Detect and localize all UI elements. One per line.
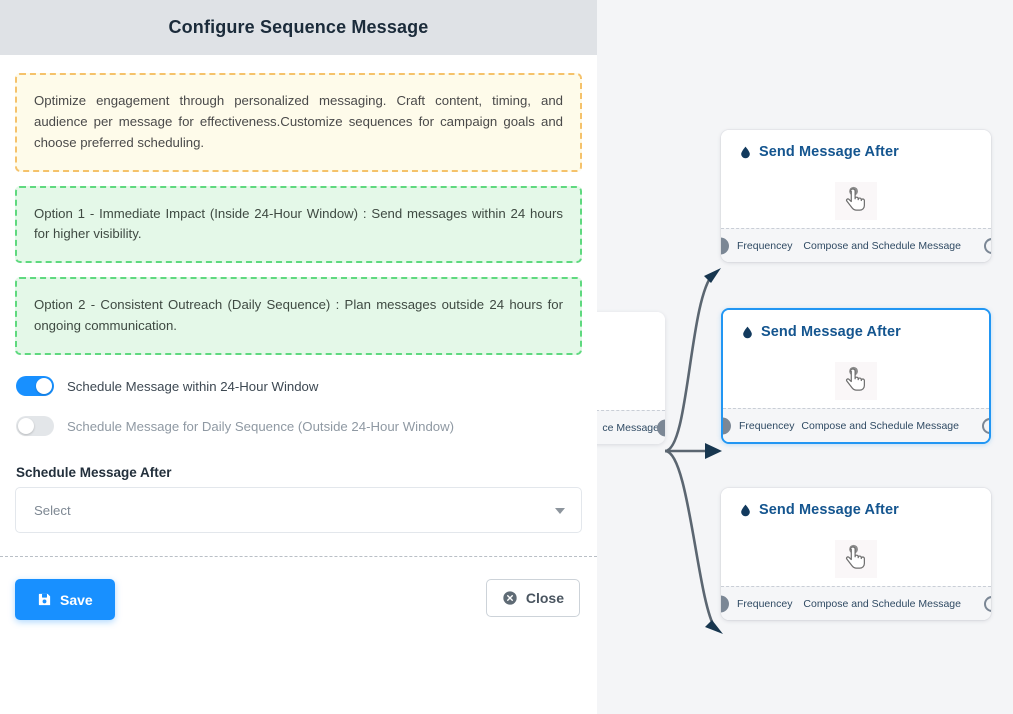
configure-sequence-panel: Configure Sequence Message Optimize enga… (0, 0, 597, 714)
node-foot-compose-label: Compose and Schedule Message (803, 597, 961, 610)
node-title-text: Send Message After (761, 324, 901, 340)
droplet-icon (743, 326, 752, 339)
node-partial-foot-label: ce Message (602, 421, 659, 434)
node-title-text: Send Message After (759, 144, 899, 160)
hand-pointer-icon (845, 366, 865, 391)
node-foot-frequency-label: Frequencey (737, 239, 793, 252)
close-button[interactable]: Close (485, 579, 580, 617)
node-foot-frequency-label: Frequencey (739, 419, 795, 432)
toggle-row-within-24h[interactable]: Schedule Message within 24-Hour Window (16, 369, 582, 403)
flow-node-send-message-after-3[interactable]: Send Message After Frequencey Compose an… (721, 488, 991, 620)
save-button-label: Save (60, 591, 93, 608)
info-callout-option-1: Option 1 - Immediate Impact (Inside 24-H… (15, 185, 582, 264)
tap-gesture-badge (835, 362, 877, 400)
toggle-label-daily-sequence: Schedule Message for Daily Sequence (Out… (67, 418, 455, 434)
schedule-message-after-select[interactable]: Select (15, 487, 582, 534)
hand-pointer-icon (845, 186, 865, 211)
tap-gesture-badge (835, 540, 877, 578)
flow-edges (664, 268, 723, 634)
node-body: Send Message After (721, 488, 991, 586)
page-title: Configure Sequence Message (168, 17, 429, 37)
node-input-port[interactable] (723, 417, 731, 434)
toggle-label-within-24-hour: Schedule Message within 24-Hour Window (67, 378, 319, 394)
edge-to-node-3 (664, 449, 717, 629)
close-button-label: Close (525, 590, 564, 606)
droplet-icon (741, 504, 750, 517)
select-value: Select (34, 502, 71, 518)
info-callout-option-2: Option 2 - Consistent Outreach (Daily Se… (15, 277, 582, 356)
toggle-schedule-within-24-hour[interactable] (16, 376, 54, 397)
node-foot-compose-label: Compose and Schedule Message (803, 239, 961, 252)
schedule-message-after-label: Schedule Message After (16, 465, 172, 481)
flow-node-send-message-after-1[interactable]: Send Message After Frequencey Compose an… (721, 130, 991, 262)
close-circle-icon (503, 591, 517, 605)
panel-header: Configure Sequence Message (0, 0, 597, 55)
panel-body: Optimize engagement through personalized… (0, 55, 597, 534)
panel-footer: Save Close (0, 556, 597, 714)
node-footer: Frequencey Compose and Schedule Message (723, 408, 989, 442)
node-title-row: Send Message After (723, 310, 989, 340)
chevron-down-icon (555, 508, 565, 515)
node-output-port[interactable] (984, 237, 991, 254)
node-title-row: Send Message After (721, 130, 991, 160)
toggle-knob (36, 378, 52, 395)
node-title-row: Send Message After (721, 488, 991, 518)
info-callout-optimize: Optimize engagement through personalized… (15, 73, 582, 172)
node-input-port[interactable] (721, 595, 729, 612)
tap-gesture-badge (835, 182, 877, 220)
node-foot-compose-label: Compose and Schedule Message (801, 419, 959, 432)
save-floppy-icon (38, 593, 51, 606)
node-input-port[interactable] (721, 237, 729, 254)
node-partial-output-port[interactable] (657, 419, 665, 436)
flow-node-send-message-after-2[interactable]: Send Message After Frequencey Compose an… (721, 308, 991, 444)
flow-canvas[interactable]: ce Message Send Message After (535, 0, 1013, 714)
toggle-row-daily-sequence[interactable]: Schedule Message for Daily Sequence (Out… (16, 409, 582, 443)
node-output-port[interactable] (982, 417, 989, 434)
toggle-knob (18, 418, 34, 435)
save-button[interactable]: Save (15, 579, 115, 620)
edge-to-node-1 (664, 273, 715, 453)
node-output-port[interactable] (984, 595, 991, 612)
edge-arrowheads (704, 268, 723, 634)
node-footer: Frequencey Compose and Schedule Message (721, 228, 991, 262)
footer-button-row: Save Close (15, 579, 580, 620)
node-foot-frequency-label: Frequencey (737, 597, 793, 610)
hand-pointer-icon (845, 544, 865, 569)
node-body: Send Message After (721, 130, 991, 228)
node-body: Send Message After (723, 310, 989, 408)
droplet-icon (741, 146, 750, 159)
toggle-schedule-daily-sequence[interactable] (16, 416, 54, 437)
node-title-text: Send Message After (759, 502, 899, 518)
node-footer: Frequencey Compose and Schedule Message (721, 586, 991, 620)
